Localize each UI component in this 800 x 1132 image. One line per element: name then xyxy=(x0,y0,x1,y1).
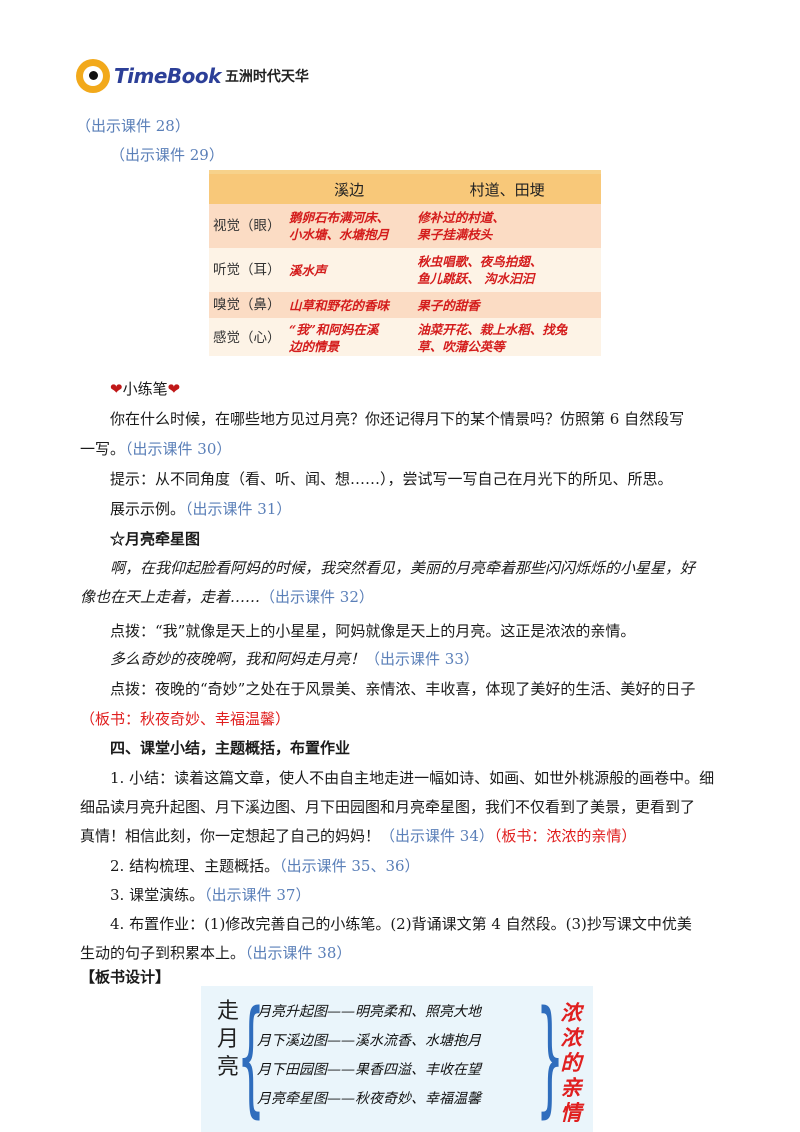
cue-37: （出示课件 37） xyxy=(204,886,311,904)
logo-publisher: 五洲时代天华 xyxy=(224,69,309,85)
cue-31: （出示课件 31） xyxy=(185,500,292,518)
sensory-table: 溪边 村道、田埂 视觉（眼） 鹅卵石布满河床、小水塘、水塘抱月 修补过的村道、果… xyxy=(209,170,601,356)
homework-line-2: 生动的句子到积累本上。（出示课件 38） xyxy=(80,944,352,962)
row-label: 听觉（耳） xyxy=(213,261,281,278)
tip-2: 点拨：夜晚的“奇妙”之处在于风景美、亲情浓、丰收喜，体现了美好的生活、美好的日子 xyxy=(110,680,696,698)
quote-1: 啊，在我仰起脸看阿妈的时候，我突然看见，美丽的月亮牵着那些闪闪烁烁的小星星，好 xyxy=(110,559,696,577)
table-row: 听觉（耳） 溪水声 秋虫唱歌、夜鸟拍翅、鱼儿跳跃、 沟水汩汩 xyxy=(209,248,601,292)
board-row: 月下田园图——果香四溢、丰收在望 xyxy=(257,1062,481,1078)
practice-line: 3. 课堂演练。（出示课件 37） xyxy=(110,886,311,904)
board-row: 月亮升起图——明亮柔和、照亮大地 xyxy=(257,1004,481,1020)
quote-3: 多么奇妙的夜晚啊，我和阿妈走月亮！（出示课件 33） xyxy=(110,650,479,668)
practice-paragraph-1-end: 一写。（出示课件 30） xyxy=(80,440,232,458)
table-ribbon xyxy=(209,170,601,175)
table-row: 嗅觉（鼻） 山草和野花的香味 果子的甜香 xyxy=(209,292,601,318)
table-cell: “我”和阿妈在溪边的情景 xyxy=(289,322,379,354)
practice-paragraph-1: 你在什么时候，在哪些地方见过月亮？你还记得月下的某个情景吗？仿照第 6 自然段写 xyxy=(110,410,685,428)
practice-example: 展示示例。（出示课件 31） xyxy=(110,500,292,518)
homework-line-1: 4. 布置作业：(1)修改完善自己的小练笔。(2)背诵课文第 4 自然段。(3)… xyxy=(110,915,692,933)
right-brace: } xyxy=(536,983,565,1130)
table-cell: 溪水声 xyxy=(289,262,327,278)
table-row: 感觉（心） “我”和阿妈在溪边的情景 油菜开花、栽上水稻、找兔草、吹蒲公英等 xyxy=(209,318,601,358)
cue-30: （出示课件 30） xyxy=(125,440,232,458)
board-design-heading: 【板书设计】 xyxy=(80,968,171,986)
quote-2: 像也在天上走着，走着……（出示课件 32） xyxy=(80,588,374,606)
table-cell: 秋虫唱歌、夜鸟拍翅、鱼儿跳跃、 沟水汩汩 xyxy=(417,254,543,286)
tip-1: 点拨：“我”就像是天上的小星星，阿妈就像是天上的月亮。这正是浓浓的亲情。 xyxy=(110,622,636,640)
table-header-empty xyxy=(209,174,285,204)
heart-icon: ❤ xyxy=(167,380,181,398)
board-row: 月下溪边图——溪水流香、水塘抱月 xyxy=(257,1033,481,1049)
cue-28: （出示课件 28） xyxy=(76,117,190,135)
summary-line-1: 1. 小结：读着这篇文章，使人不由自主地走进一幅如诗、如画、如世外桃源般的画卷中… xyxy=(110,769,715,787)
cue-32: （出示课件 32） xyxy=(260,588,374,606)
table-cell: 鹅卵石布满河床、小水塘、水塘抱月 xyxy=(285,204,414,248)
cue-38: （出示课件 38） xyxy=(245,944,352,962)
table-cell: 修补过的村道、果子挂满枝头 xyxy=(413,204,601,248)
table-header-row: 溪边 村道、田埂 xyxy=(209,174,601,204)
table-cell: 果子的甜香 xyxy=(413,292,601,318)
summary-line-3: 真情！相信此刻，你一定想起了自己的妈妈！（出示课件 34）（板书：浓浓的亲情） xyxy=(80,827,637,845)
row-label: 嗅觉（鼻） xyxy=(209,292,285,318)
structure-line: 2. 结构梳理、主题概括。（出示课件 35、36） xyxy=(110,857,420,875)
moon-star-title: ☆月亮牵星图 xyxy=(110,530,201,548)
board-rows: 月亮升起图——明亮柔和、照亮大地 月下溪边图——溪水流香、水塘抱月 月下田园图—… xyxy=(257,998,481,1114)
heart-icon: ❤ xyxy=(110,380,123,398)
board-row: 月亮牵星图——秋夜奇妙、幸福温馨 xyxy=(257,1091,481,1107)
practice-title: 小练笔 xyxy=(122,380,168,398)
cue-29: （出示课件 29） xyxy=(110,146,224,164)
summary-line-2: 细品读月亮升起图、月下溪边图、月下田园图和月亮牵星图，我们不仅看到了美景，更看到… xyxy=(80,798,696,816)
board-title: 走 月 亮 xyxy=(216,999,239,1080)
table-row: 视觉（眼） 鹅卵石布满河床、小水塘、水塘抱月 修补过的村道、果子挂满枝头 xyxy=(209,204,601,248)
cue-33: （出示课件 33） xyxy=(365,650,479,668)
board-note-2: （板书：浓浓的亲情） xyxy=(493,827,637,845)
left-brace: { xyxy=(237,983,266,1130)
section-4-title: 四、课堂小结，主题概括，布置作业 xyxy=(110,739,351,757)
cue-34: （出示课件 34） xyxy=(380,827,494,845)
cue-35-36: （出示课件 35、36） xyxy=(279,857,420,875)
board-theme: 浓 浓 的 亲 情 xyxy=(560,1000,582,1125)
practice-heading: ❤小练笔❤ xyxy=(110,378,180,400)
table-header-village: 村道、田埂 xyxy=(413,174,601,204)
practice-hint: 提示：从不同角度（看、听、闻、想……），尝试写一写自己在月光下的所见、所思。 xyxy=(110,470,673,488)
board-design: 走 月 亮 { 月亮升起图——明亮柔和、照亮大地 月下溪边图——溪水流香、水塘抱… xyxy=(201,986,593,1132)
table-header-stream: 溪边 xyxy=(285,174,414,204)
logo-brand: TimeBook xyxy=(114,64,221,88)
row-label: 感觉（心） xyxy=(213,329,281,346)
cow-mascot-icon xyxy=(76,59,110,93)
table-cell: 油菜开花、栽上水稻、找兔草、吹蒲公英等 xyxy=(417,322,568,354)
table-cell: 山草和野花的香味 xyxy=(285,292,414,318)
timebook-logo: TimeBook 五洲时代天华 xyxy=(76,58,309,94)
board-note-1: （板书：秋夜奇妙、幸福温馨） xyxy=(80,710,291,728)
row-label: 视觉（眼） xyxy=(209,204,285,248)
